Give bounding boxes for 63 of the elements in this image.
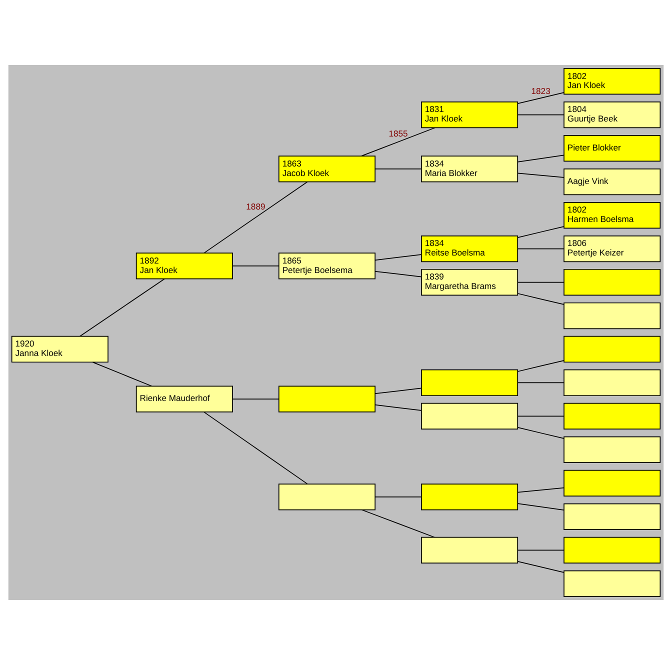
connector [204,181,308,254]
edge-label: 1889 [246,201,266,212]
connector [517,382,564,384]
node-box [564,470,661,497]
connector [517,248,564,250]
connector [517,360,564,372]
connector [204,412,308,484]
connector [374,404,422,411]
node-box [564,570,661,597]
connector [517,293,564,305]
node-box [564,503,661,530]
connector [374,168,422,170]
node-box: 1839 Margaretha Brams [421,268,518,296]
connector [80,278,165,337]
connector [361,127,436,156]
node-box: Aagje Vink [564,168,661,196]
node-box: 1920 Janna Kloek [11,336,108,363]
node-box [421,402,518,430]
node-box [278,386,376,412]
node-box [564,402,661,430]
connector [374,496,422,498]
connector [517,503,564,510]
node-box [564,336,661,363]
connector [517,172,564,178]
connector [517,154,564,162]
node-box: 1834 Reitse Boelsma [421,235,518,262]
connector [517,487,564,493]
connector [517,427,564,439]
connector [517,550,564,551]
node-box [564,369,661,396]
node-box [564,268,661,296]
connector [374,254,422,261]
connector [232,398,280,400]
connector [517,92,564,104]
edge-label: 1855 [388,128,408,138]
node-box: 1863 Jacob Kloek [278,156,376,182]
node-box [564,302,661,330]
node-box: 1804 Guurtje Beek [564,102,661,128]
node-box [421,484,518,510]
node-box: Rienke Mauderhof [136,386,233,412]
node-box [421,536,518,564]
node-box: 1831 Jan Kloek [421,102,518,128]
node-box: 1806 Petertje Keizer [564,235,661,262]
connector [374,388,422,394]
connector [517,416,564,417]
node-box [278,484,376,510]
connector [362,509,435,538]
node-box: Pieter Blokker [564,134,661,162]
connector [517,114,564,116]
node-box: 1892 Jan Kloek [136,252,233,280]
connector [374,271,422,278]
node-box: 1802 Harmen Boelsma [564,202,661,229]
node-box [564,536,661,564]
node-box: 1834 Maria Blokker [421,156,518,182]
connector [517,226,564,238]
connector [517,561,564,573]
edge-label: 1823 [531,86,550,96]
node-box [421,369,518,396]
connector [92,362,152,387]
node-box: 1865 Petertje Boelsema [278,252,376,280]
connector [517,282,564,283]
node-box [564,436,661,464]
node-box: 1802 Jan Kloek [564,68,661,95]
